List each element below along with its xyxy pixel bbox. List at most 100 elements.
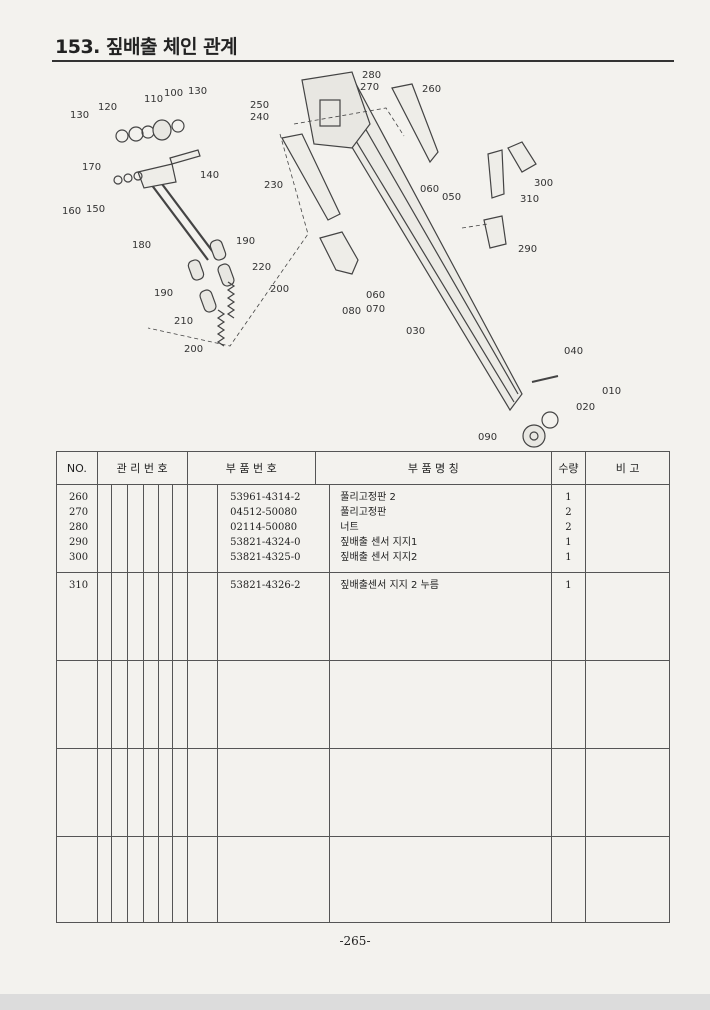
item-no: 300 [69, 552, 89, 563]
callout-label: 030 [406, 326, 425, 337]
management-cell [142, 572, 159, 661]
callout-label: 190 [236, 236, 255, 247]
table-row-group-empty [56, 748, 670, 837]
quantity: 1 [565, 580, 572, 591]
item-no: 310 [69, 580, 89, 591]
part-name-cell: 짚배출센서 지지 2 누름 [329, 572, 552, 661]
callout-label: 210 [174, 316, 193, 327]
callout-label: 130 [70, 110, 89, 121]
part-number: 53821-4324-0 [230, 537, 301, 548]
part-name: 짚배출센서 지지 2 누름 [340, 580, 439, 591]
callout-label: 150 [86, 204, 105, 215]
header-quantity: 수량 [550, 451, 587, 485]
header-remarks: 비 고 [585, 451, 670, 485]
page-title: 153. 짚배출 체인 관계 [55, 36, 238, 58]
item-no: 270 [69, 507, 89, 518]
callout-label: 110 [144, 94, 163, 105]
table-row-group: 310 53821-4326-2 짚배출센서 지지 2 누름 1 [56, 572, 670, 661]
callout-label: 190 [154, 288, 173, 299]
callout-label: 040 [564, 346, 583, 357]
management-cell [96, 572, 113, 661]
callout-label: 220 [252, 262, 271, 273]
part-number: 53961-4314-2 [230, 492, 301, 503]
callout-label: 090 [478, 432, 497, 443]
management-cell [127, 484, 144, 573]
callout-label: 270 [360, 82, 379, 93]
page-number: -265- [339, 934, 371, 948]
management-cell [111, 484, 129, 573]
diagram-svg: 280 270 260 250 240 230 130 120 110 100 … [62, 70, 621, 448]
scan-bottom-edge [0, 994, 710, 1010]
management-cell [127, 572, 144, 661]
callout-label: 200 [270, 284, 289, 295]
callout-label: 060 [366, 290, 385, 301]
parts-table: NO. 관 리 번 호 부 품 번 호 부 품 명 칭 수량 비 고 260 2… [56, 451, 670, 923]
callout-label: 280 [362, 70, 381, 81]
part-number: 04512-50080 [230, 507, 298, 518]
callout-label: 140 [200, 170, 219, 181]
callout-label: 240 [250, 112, 269, 123]
part-number-cell: 53961-4314-2 04512-50080 02114-50080 538… [217, 484, 331, 573]
callout-label: 120 [98, 102, 117, 113]
callout-label: 160 [62, 206, 81, 217]
part-prefix-cell [186, 572, 219, 661]
table-row-group-empty [56, 660, 670, 749]
callout-label: 100 [164, 88, 183, 99]
management-cell [172, 484, 188, 573]
callout-label: 080 [342, 306, 361, 317]
no-cell: 260 270 280 290 300 [56, 484, 98, 573]
header-part-number: 부 품 번 호 [186, 451, 317, 485]
part-number: 53821-4325-0 [230, 552, 301, 563]
item-no: 280 [69, 522, 89, 533]
management-cell [157, 484, 174, 573]
callout-label: 050 [442, 192, 461, 203]
callout-label: 250 [250, 100, 269, 111]
callout-label: 020 [576, 402, 595, 413]
table-row-group: 260 270 280 290 300 53961-4314-2 04512-5… [56, 484, 670, 573]
part-prefix-cell [186, 484, 219, 573]
quantity: 2 [565, 507, 572, 518]
item-no: 290 [69, 537, 89, 548]
part-name: 너트 [340, 522, 359, 533]
part-number-cell: 53821-4326-2 [217, 572, 331, 661]
part-name: 짚배출 센서 지지1 [340, 537, 418, 548]
header-no: NO. [56, 451, 98, 485]
callout-label: 290 [518, 244, 537, 255]
table-header-row: NO. 관 리 번 호 부 품 번 호 부 품 명 칭 수량 비 고 [56, 451, 670, 485]
remarks-cell [585, 572, 670, 661]
callout-label: 070 [366, 304, 385, 315]
header-part-name: 부 품 명 칭 [315, 451, 552, 485]
callout-label: 130 [188, 86, 207, 97]
item-no: 260 [69, 492, 89, 503]
callout-label: 310 [520, 194, 539, 205]
callout-label: 170 [82, 162, 101, 173]
part-name-cell: 풀리고정판 2 풀리고정판 너트 짚배출 센서 지지1 짚배출 센서 지지2 [329, 484, 552, 573]
quantity-cell: 1 2 2 1 1 [550, 484, 587, 573]
callout-label: 260 [422, 84, 441, 95]
quantity: 1 [565, 537, 572, 548]
management-cell [142, 484, 159, 573]
callout-label: 300 [534, 178, 553, 189]
callout-label: 230 [264, 180, 283, 191]
management-cell [111, 572, 129, 661]
header-management-number: 관 리 번 호 [96, 451, 188, 485]
management-cell [96, 484, 113, 573]
quantity: 1 [565, 552, 572, 563]
part-number: 53821-4326-2 [230, 580, 301, 591]
part-number: 02114-50080 [230, 522, 298, 533]
quantity: 2 [565, 522, 572, 533]
management-cell [157, 572, 174, 661]
quantity: 1 [565, 492, 572, 503]
callout-label: 200 [184, 344, 203, 355]
table-row-group-empty [56, 836, 670, 923]
management-cell [172, 572, 188, 661]
callout-label: 010 [602, 386, 621, 397]
part-name: 풀리고정판 [340, 507, 387, 518]
remarks-cell [585, 484, 670, 573]
exploded-parts-diagram: 280 270 260 250 240 230 130 120 110 100 … [52, 64, 674, 448]
title-divider [52, 60, 674, 62]
no-cell: 310 [56, 572, 98, 661]
callout-label: 060 [420, 184, 439, 195]
part-name: 풀리고정판 2 [340, 492, 396, 503]
part-name: 짚배출 센서 지지2 [340, 552, 418, 563]
